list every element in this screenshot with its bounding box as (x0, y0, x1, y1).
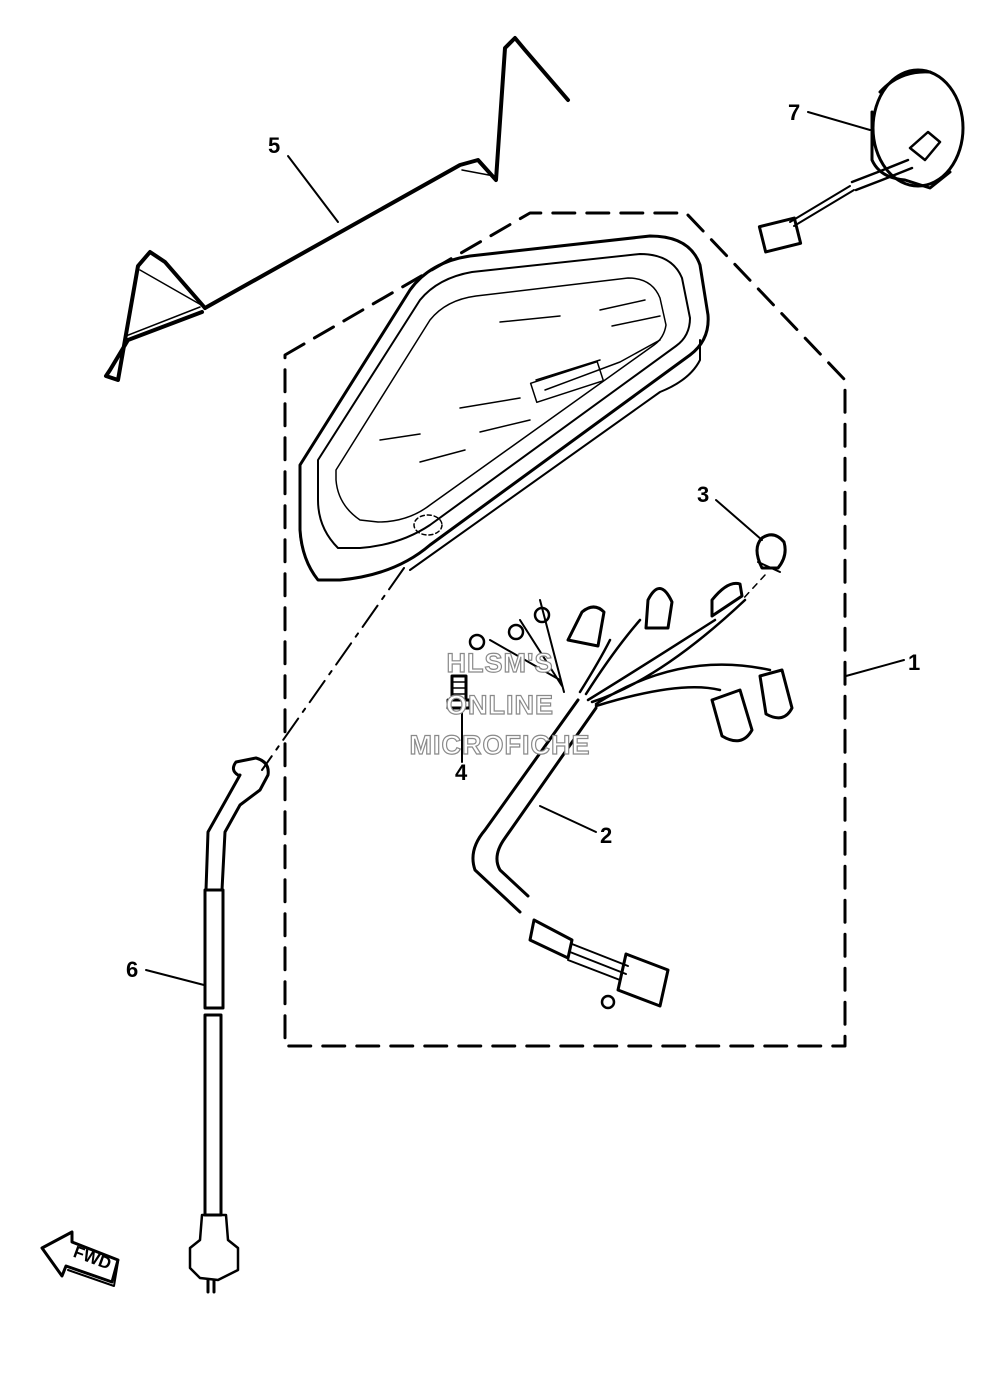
bulb (741, 533, 787, 601)
callout-7: 7 (788, 100, 800, 125)
harness-coupler (616, 952, 670, 1008)
callout-3: 3 (697, 482, 709, 507)
callout-2: 2 (600, 823, 612, 848)
callout-4: 4 (455, 760, 468, 785)
leader-line-1 (845, 659, 905, 677)
fwd-arrow-icon: FWD (40, 1230, 120, 1287)
wire-harness (471, 598, 772, 1010)
watermark: HLSM'S ONLINE MICROFICHE (409, 647, 591, 760)
callout-6: 6 (126, 957, 138, 982)
speedometer-cable (188, 756, 270, 1294)
light-connector (757, 216, 803, 254)
cable-socket (413, 514, 443, 536)
leader-line-7 (807, 111, 871, 131)
watermark-line-3: MICROFICHE (410, 730, 591, 760)
callout-1: 1 (908, 650, 920, 675)
leader-line-6 (145, 969, 205, 986)
meter-housing (298, 234, 710, 582)
leader-line-2 (539, 805, 597, 833)
watermark-line-1: HLSM'S (447, 648, 554, 678)
assembly-boundary (283, 211, 847, 1048)
screw (446, 674, 472, 710)
leader-line-5 (287, 155, 339, 223)
leader-lines (145, 111, 905, 986)
cable-connection-line (261, 567, 405, 771)
meter-light-unit (757, 68, 965, 254)
leader-line-3 (715, 499, 763, 541)
bracket-wire (104, 36, 570, 382)
watermark-line-2: ONLINE (446, 690, 554, 720)
callout-5: 5 (268, 133, 280, 158)
bulb-sockets (468, 581, 794, 743)
meter-display-window (529, 360, 605, 404)
